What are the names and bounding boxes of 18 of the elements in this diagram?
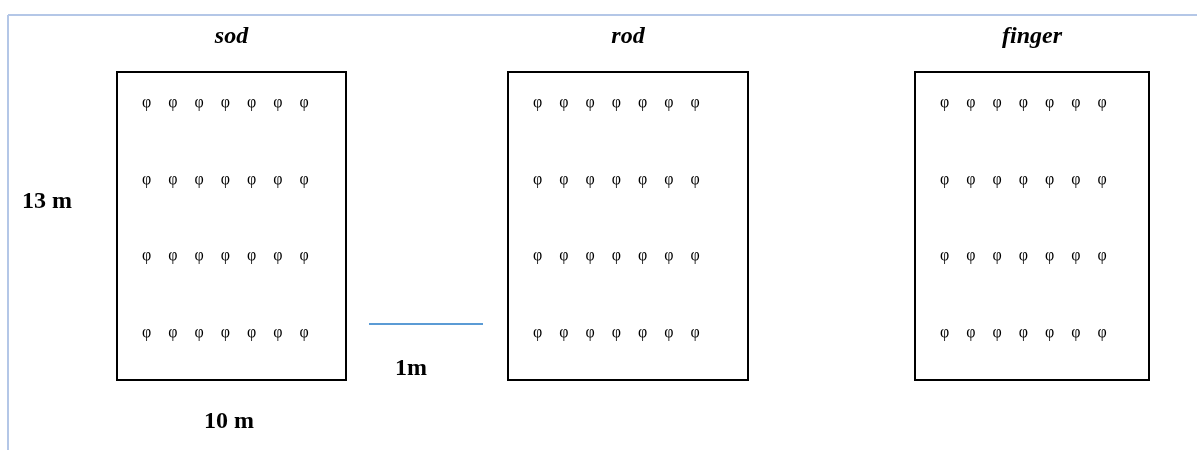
plant-row: φ φ φ φ φ φ φ [533,170,700,188]
plant-row: φ φ φ φ φ φ φ [142,93,309,111]
plant-row: φ φ φ φ φ φ φ [940,246,1107,264]
plant-row: φ φ φ φ φ φ φ [533,246,700,264]
plant-row: φ φ φ φ φ φ φ [142,323,309,341]
plant-row: φ φ φ φ φ φ φ [533,323,700,341]
plant-row: φ φ φ φ φ φ φ [940,170,1107,188]
plot-heading: sod [214,21,249,50]
dimension-label: 13 m [22,186,72,214]
dimension-label: 1m [395,353,427,381]
plant-row: φ φ φ φ φ φ φ [940,323,1107,341]
plant-row: φ φ φ φ φ φ φ [533,93,700,111]
dimension-label: 10 m [204,406,254,434]
plot-heading: finger [1002,21,1062,50]
plot-heading: rod [611,21,645,50]
plant-row: φ φ φ φ φ φ φ [940,93,1107,111]
plant-row: φ φ φ φ φ φ φ [142,170,309,188]
plant-row: φ φ φ φ φ φ φ [142,246,309,264]
